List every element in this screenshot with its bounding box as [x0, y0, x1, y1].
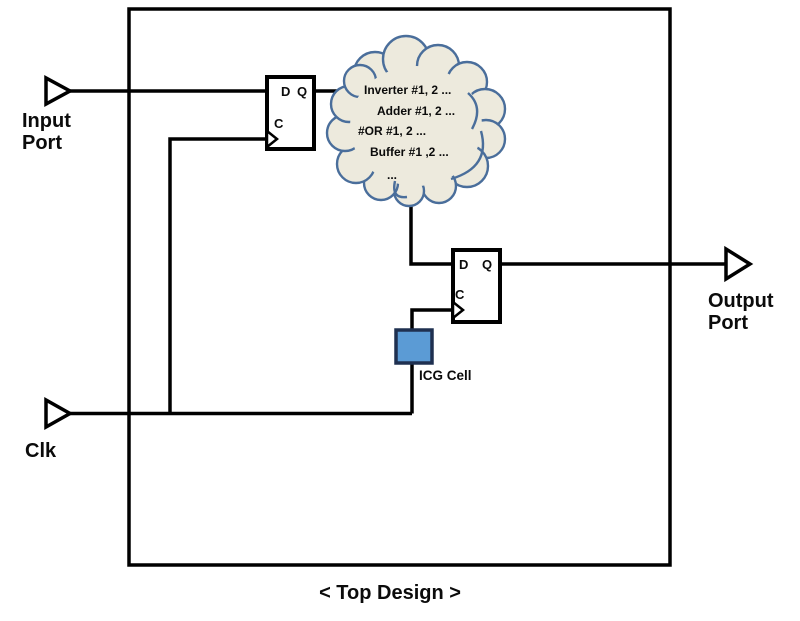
- ff2-c-pin-label: C: [455, 287, 465, 302]
- input-port-label: Input Port: [22, 110, 71, 154]
- cloud-inner-curl: [450, 130, 485, 181]
- clk-to-ff1-wire: [168, 137, 270, 414]
- cloud-inner-curl: [393, 180, 408, 199]
- flipflop1-clock-edge-icon: [265, 128, 280, 150]
- diagram-caption: < Top Design >: [319, 582, 461, 604]
- clk-port-label: Clk: [25, 440, 57, 462]
- output-port-label-line2: Port: [708, 312, 748, 334]
- top-design-boundary: [127, 7, 672, 567]
- ff1-d-pin-label: D: [281, 84, 291, 99]
- cloud-line-or: #OR #1, 2 ...: [358, 124, 427, 138]
- ff1-q-pin-label: Q: [297, 84, 308, 99]
- input-port-label-line1: Input: [22, 110, 71, 132]
- logic-cloud: [325, 34, 507, 208]
- cloud-line-ellipsis: ...: [387, 168, 398, 182]
- cloud-line-inverter: Inverter #1, 2 ...: [364, 83, 452, 97]
- flipflop1-box: [265, 75, 316, 151]
- output-port-label-line1: Output: [708, 290, 774, 312]
- ff2-d-pin-label: D: [459, 257, 469, 272]
- cloud-inner-curl: [467, 92, 479, 130]
- wires: [70, 89, 748, 416]
- cloud-line-adder: Adder #1, 2 ...: [377, 104, 456, 118]
- output-port-label: Output Port: [708, 290, 774, 334]
- icg-cell-label: ICG Cell: [419, 368, 472, 383]
- cloud-to-ff2-wire: [409, 198, 456, 266]
- flipflop2-clock-edge-icon: [451, 299, 466, 321]
- output-port-icon: [724, 245, 754, 283]
- clk-port-icon: [44, 397, 74, 430]
- cloud-body: [350, 66, 482, 186]
- input-port-icon: [44, 75, 74, 107]
- cloud-line-buffer: Buffer #1 ,2 ...: [370, 145, 449, 159]
- clk-to-icg-ff2-wire: [410, 308, 456, 414]
- ff2-q-pin-label: Q: [482, 257, 493, 272]
- ff1-c-pin-label: C: [274, 116, 284, 131]
- icg-cell-box: [394, 328, 434, 365]
- flipflop2-box: [451, 248, 502, 324]
- input-port-label-line2: Port: [22, 132, 62, 154]
